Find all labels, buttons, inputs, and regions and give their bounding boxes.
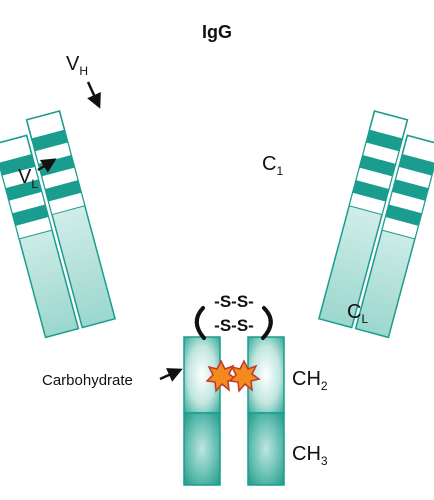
label-vl: VL <box>18 166 38 191</box>
ch2-domain <box>183 336 285 414</box>
label-c1: C1 <box>262 153 283 178</box>
right-heavy-chain <box>317 110 409 329</box>
arrow-icon <box>159 368 183 382</box>
fc-stem <box>183 336 285 486</box>
left-light-chain <box>0 134 80 339</box>
right-light-chain <box>354 134 434 339</box>
hinge-bonds <box>194 306 273 340</box>
disulfide-top: -S-S- <box>214 292 254 311</box>
label-cl: CL <box>347 301 368 326</box>
arrow-icon <box>37 158 57 173</box>
disulfide-bottom: -S-S- <box>214 316 254 335</box>
label-carbohydrate: Carbohydrate <box>42 372 133 389</box>
label-ch3: CH3 <box>292 443 328 468</box>
label-vh: VH <box>66 53 88 78</box>
arrow-icon <box>86 81 101 109</box>
label-ch2: CH2 <box>292 368 328 393</box>
right-arm <box>317 110 434 339</box>
left-arm <box>0 110 117 339</box>
starburst-icon <box>205 359 261 393</box>
title: IgG <box>202 22 232 42</box>
ch3-domain <box>183 412 285 486</box>
